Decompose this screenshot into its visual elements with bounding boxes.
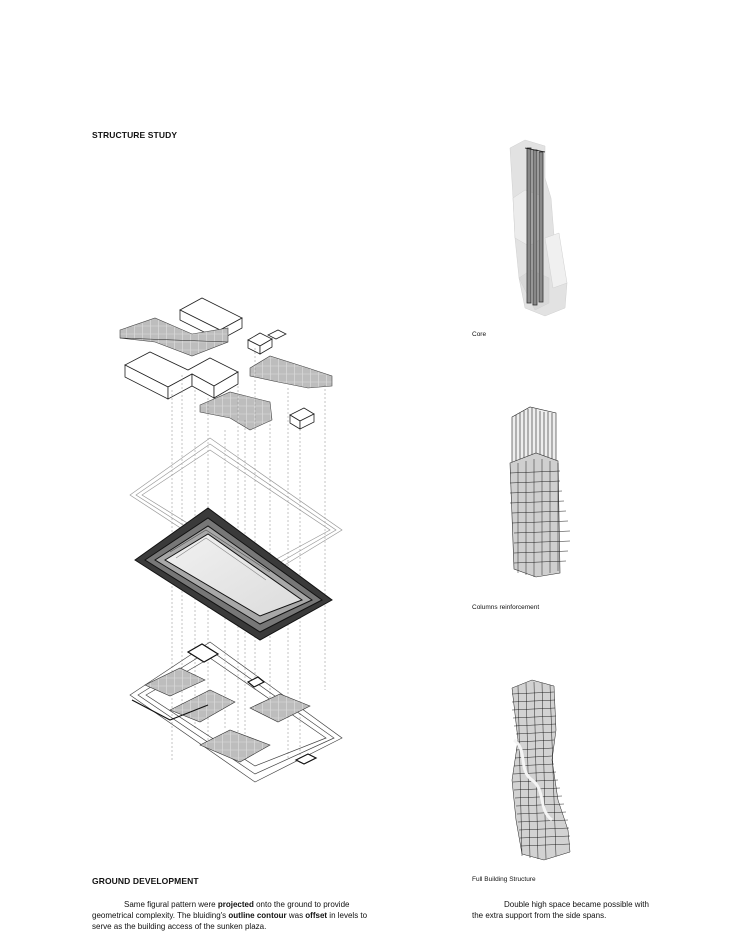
caption-full-building-structure: Full Building Structure (472, 876, 536, 883)
caption-columns-reinforcement: Columns reinforcement (472, 604, 540, 611)
para-bold-offset: offset (305, 911, 328, 920)
small-cube (289, 407, 315, 430)
side-note-line-2: the extra support from the side spans. (472, 911, 607, 920)
columns-tower-drawing (509, 406, 571, 578)
caption-core: Core (472, 331, 487, 338)
full-structure-tower-drawing (511, 679, 571, 861)
exploded-axonometric-diagram (119, 297, 343, 783)
sunken-plaza (134, 507, 333, 641)
top-volume-left (124, 297, 243, 400)
para-bold-projected: projected (217, 900, 254, 909)
core-shafts (524, 147, 546, 306)
side-note-paragraph: Double high space became possible with th… (472, 899, 672, 921)
core-tower-drawing (509, 139, 568, 317)
structure-study-heading: STRUCTURE STUDY (92, 130, 178, 140)
ground-development-paragraph: Same figural pattern were projected onto… (92, 899, 382, 932)
para-mid-2: was (286, 911, 306, 920)
para-bold-outline-contour: outline contour (228, 911, 287, 920)
para-intro: Same figural pattern were (124, 900, 218, 909)
para-end: in levels to serve as the building acces… (92, 911, 368, 931)
ground-development-heading: GROUND DEVELOPMENT (92, 876, 199, 886)
top-hatch-right (199, 355, 333, 431)
side-note-line-1: Double high space became possible with (504, 900, 649, 909)
para-mid-1: onto the ground to provide geometrical c… (92, 900, 350, 920)
top-volume-right (247, 329, 287, 355)
ground-hatch (144, 667, 311, 763)
ground-volumes (131, 643, 318, 765)
top-hatch-left (119, 317, 229, 357)
